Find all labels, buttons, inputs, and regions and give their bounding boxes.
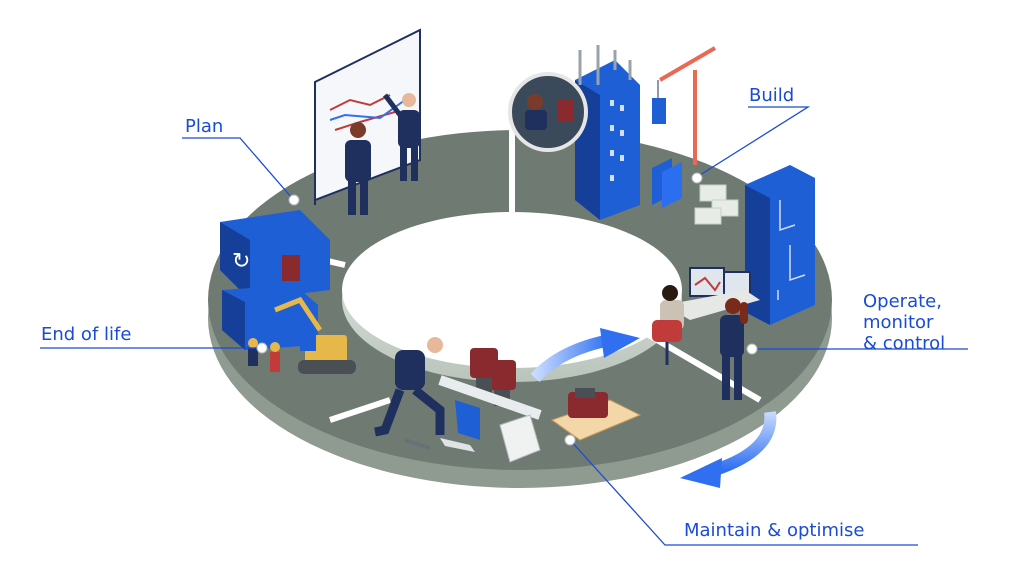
leader-lines bbox=[40, 106, 968, 546]
end-dot bbox=[256, 342, 268, 354]
leader-dots bbox=[256, 172, 758, 446]
svg-text:↻: ↻ bbox=[232, 249, 250, 274]
label-maintain: Maintain & optimise bbox=[684, 520, 865, 541]
cycle-arrows bbox=[530, 328, 777, 488]
build-scene bbox=[508, 45, 739, 225]
build-leader bbox=[699, 106, 811, 176]
operate-scene bbox=[652, 165, 815, 400]
label-operate: Operate, monitor & control bbox=[863, 291, 946, 354]
build-dot bbox=[691, 172, 703, 184]
maintain-leader bbox=[569, 439, 918, 546]
maintain-scene bbox=[374, 337, 642, 463]
maintain-dot bbox=[564, 434, 576, 446]
operate-dot bbox=[746, 343, 758, 355]
plan-dot bbox=[288, 194, 300, 206]
plan-leader bbox=[182, 137, 293, 199]
label-plan: Plan bbox=[185, 116, 224, 137]
label-build: Build bbox=[749, 85, 795, 106]
label-end-of-life: End of life bbox=[41, 324, 132, 345]
end-of-life-scene: ↻ bbox=[220, 210, 356, 374]
plan-scene bbox=[314, 28, 421, 215]
